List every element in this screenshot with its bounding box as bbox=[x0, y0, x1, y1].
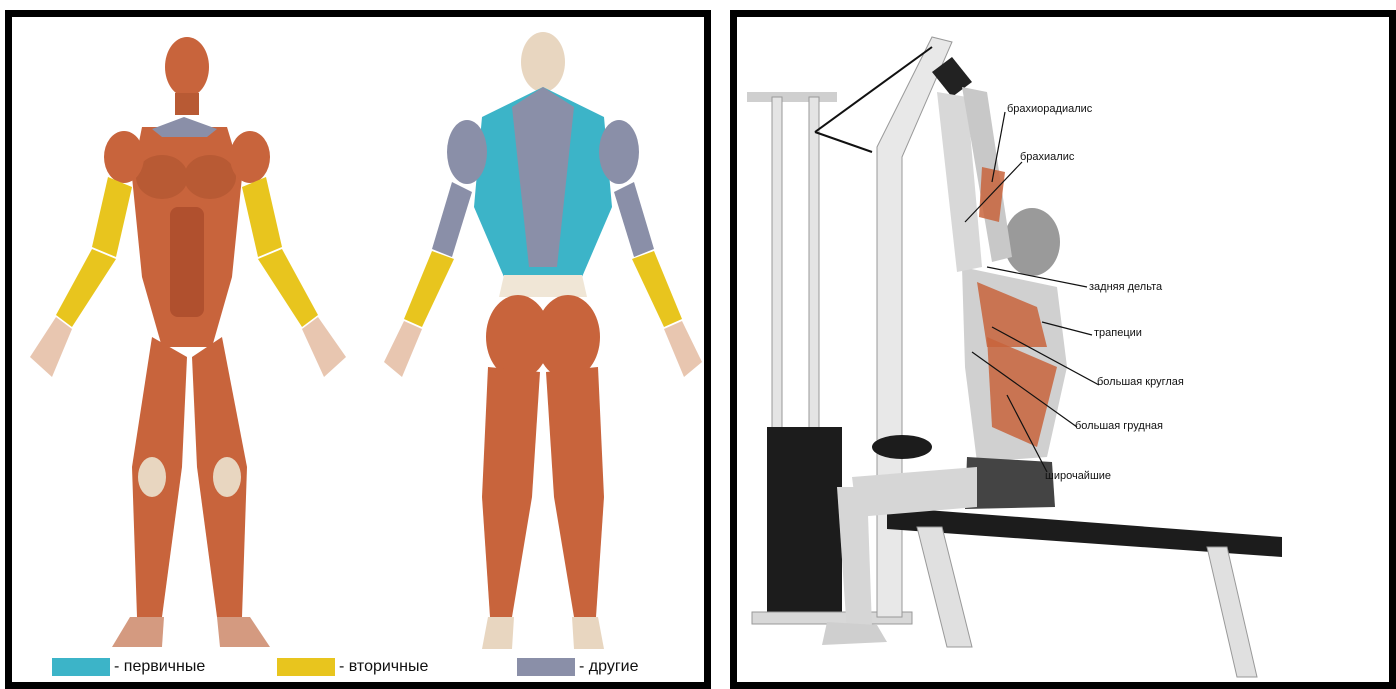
front-foot-left bbox=[112, 617, 164, 647]
legend-secondary-label: - вторичные bbox=[339, 658, 428, 676]
back-figure bbox=[384, 32, 702, 649]
athlete-foot bbox=[822, 622, 887, 645]
machine-top-bar bbox=[747, 92, 837, 102]
front-knee-left bbox=[138, 457, 166, 497]
anatomy-figures bbox=[12, 17, 704, 682]
back-hand-left bbox=[384, 321, 422, 377]
front-knee-right bbox=[213, 457, 241, 497]
front-figure bbox=[30, 37, 346, 647]
front-biceps-right bbox=[242, 177, 282, 257]
label-rear-delt: задняя дельта bbox=[1089, 281, 1162, 293]
bench-leg-front bbox=[917, 527, 972, 647]
exercise-panel: брахиорадиалис брахиалис задняя дельта т… bbox=[730, 10, 1396, 689]
back-leg-right bbox=[546, 367, 604, 617]
athlete-head bbox=[1004, 208, 1060, 276]
legend-secondary: - вторичные bbox=[277, 656, 428, 678]
athlete-thigh bbox=[852, 467, 977, 517]
back-heel-left bbox=[482, 617, 514, 649]
label-lats: широчайшие bbox=[1045, 470, 1111, 482]
front-foot-right bbox=[217, 617, 270, 647]
front-pec-left bbox=[136, 155, 188, 199]
front-forearm-left bbox=[56, 249, 116, 327]
lat-pulldown-illustration bbox=[737, 17, 1389, 682]
front-hand-left bbox=[30, 317, 72, 377]
back-leg-left bbox=[482, 367, 540, 617]
label-pec-major: большая грудная bbox=[1075, 420, 1163, 432]
label-trapezius: трапеции bbox=[1094, 327, 1142, 339]
front-delt-left bbox=[104, 131, 144, 183]
bench-leg-rear bbox=[1207, 547, 1257, 677]
label-brachialis: брахиалис bbox=[1020, 151, 1074, 163]
cable-lower bbox=[815, 132, 872, 152]
back-forearm-right bbox=[632, 251, 682, 327]
back-triceps-left bbox=[432, 182, 472, 257]
front-pec-right bbox=[184, 155, 236, 199]
back-heel-right bbox=[572, 617, 604, 649]
athlete-shorts bbox=[965, 457, 1055, 509]
legend-other-label: - другие bbox=[579, 658, 639, 676]
back-delt-left bbox=[447, 120, 487, 184]
back-head bbox=[521, 32, 565, 92]
front-neck bbox=[175, 93, 199, 115]
legend-primary-label: - первичные bbox=[114, 658, 205, 676]
front-abs bbox=[170, 207, 204, 317]
front-biceps-left bbox=[92, 177, 132, 257]
back-glute-right bbox=[536, 295, 600, 379]
back-lowerback bbox=[499, 275, 587, 297]
back-triceps-right bbox=[614, 182, 654, 257]
back-forearm-left bbox=[404, 251, 454, 327]
knee-pad bbox=[872, 435, 932, 459]
back-delt-right bbox=[599, 120, 639, 184]
front-hand-right bbox=[302, 317, 346, 377]
front-delt-right bbox=[230, 131, 270, 183]
front-trap-other bbox=[152, 117, 217, 137]
legend-secondary-swatch bbox=[277, 658, 335, 676]
label-teres-major: большая круглая bbox=[1097, 376, 1184, 388]
front-head bbox=[165, 37, 209, 97]
anatomy-panel: - первичные - вторичные - другие bbox=[5, 10, 711, 689]
back-hand-right bbox=[664, 321, 702, 377]
legend-other: - другие bbox=[517, 656, 639, 678]
front-forearm-right bbox=[258, 249, 318, 327]
label-brachioradialis: брахиорадиалис bbox=[1007, 103, 1092, 115]
weight-stack bbox=[767, 427, 842, 612]
legend-primary: - первичные bbox=[52, 656, 205, 678]
legend-other-swatch bbox=[517, 658, 575, 676]
legend-primary-swatch bbox=[52, 658, 110, 676]
athlete-shin bbox=[837, 487, 872, 632]
